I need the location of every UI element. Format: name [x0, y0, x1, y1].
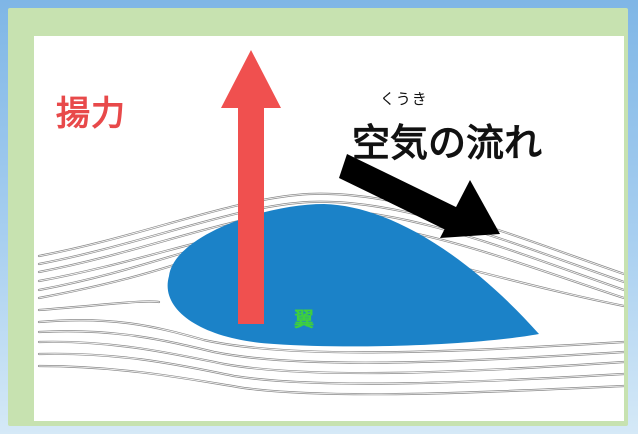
- lift-arrow-icon: [221, 50, 281, 324]
- streamline-highlight: [38, 193, 624, 275]
- streamline-highlight: [38, 319, 624, 353]
- streamline-highlight: [38, 201, 624, 283]
- airflow-label: 空気の流れ: [352, 121, 543, 165]
- streamline-highlight: [38, 301, 160, 311]
- wing-label: 翼: [294, 307, 314, 331]
- streamline-highlight: [38, 353, 624, 385]
- streamline-highlight: [38, 365, 624, 395]
- streamline: [37, 352, 624, 385]
- diagram-frame: 揚力 くうき 空気の流れ 翼: [8, 8, 628, 426]
- diagram-panel: 揚力 くうき 空気の流れ 翼: [34, 36, 624, 421]
- airflow-ruby-label: くうき: [380, 90, 428, 108]
- airflow-diagram: [37, 50, 624, 396]
- lift-label: 揚力: [56, 94, 126, 134]
- streamline-highlight: [38, 330, 624, 364]
- streamline-highlight: [38, 341, 624, 374]
- airflow-arrow-icon: [339, 154, 500, 238]
